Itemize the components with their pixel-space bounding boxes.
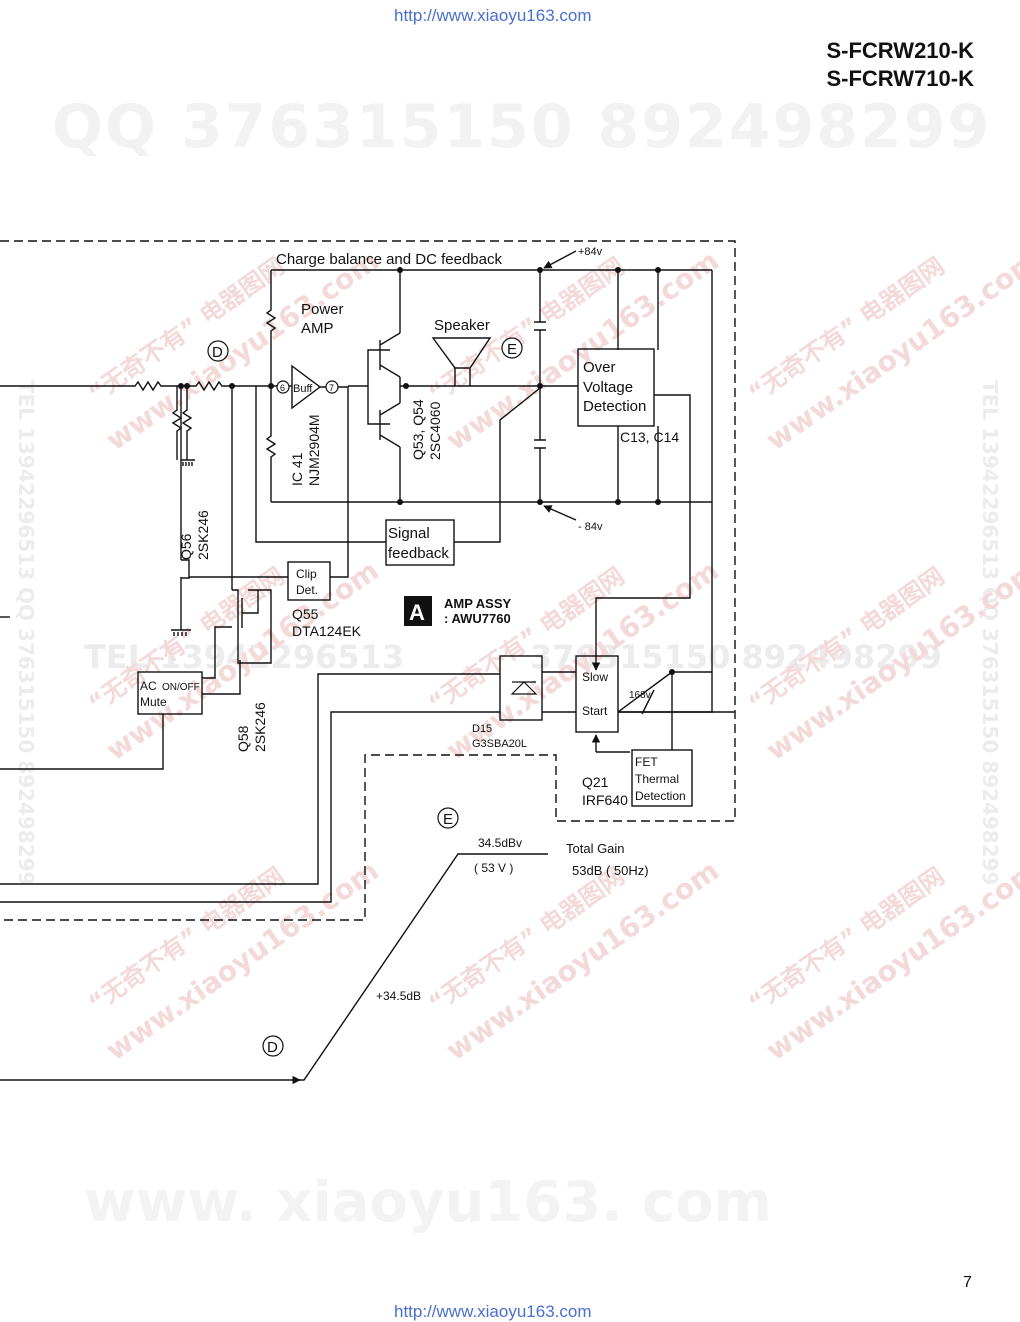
graph-marker-e-label: E bbox=[443, 811, 453, 828]
pin7-label: 7 bbox=[329, 383, 334, 393]
q55-line2: DTA124EK bbox=[292, 623, 362, 639]
q55-line1: Q55 bbox=[292, 606, 319, 622]
ic41-line2: NJM2904M bbox=[306, 414, 322, 486]
marker-d-circle bbox=[207, 340, 229, 362]
watermark-vertical-right: TEL 13942296513 QQ 376315150 892498299 bbox=[978, 380, 1002, 886]
top-caption: Charge balance and DC feedback bbox=[276, 251, 502, 268]
power-amp-line2: AMP bbox=[301, 320, 334, 337]
fet-line1: FET bbox=[635, 755, 658, 769]
d15-line2: G3SBA20L bbox=[472, 738, 527, 750]
q21-line2: IRF640 bbox=[582, 792, 628, 808]
over-voltage-line1: Over bbox=[583, 359, 616, 376]
model-number-2: S-FCRW710-K bbox=[826, 66, 974, 91]
marker-d-label: D bbox=[212, 344, 223, 361]
fet-line2: Thermal bbox=[635, 772, 679, 786]
page-number: 7 bbox=[963, 1274, 972, 1291]
slow-start-box bbox=[575, 655, 619, 733]
signal-feedback-box bbox=[385, 519, 455, 566]
amp-assy-badge bbox=[404, 596, 432, 626]
watermark-bottom: www. xiaoyu163. com bbox=[84, 1170, 773, 1235]
input-line bbox=[0, 380, 268, 392]
q56-line1: Q56 bbox=[178, 533, 194, 560]
d15-line1: D15 bbox=[472, 723, 492, 735]
amp-assy-border bbox=[0, 240, 736, 921]
graph-marker-e-circle bbox=[437, 807, 459, 829]
amp-assy-line1: AMP ASSY bbox=[444, 596, 512, 611]
bridge-rectifier-d15 bbox=[499, 655, 543, 721]
speaker-symbol bbox=[431, 337, 492, 369]
q56-line2: 2SK246 bbox=[195, 510, 211, 560]
ac-mute-line2: Mute bbox=[140, 695, 167, 709]
q53-line1: Q53, Q54 bbox=[410, 399, 426, 460]
signal-feedback-line2: feedback bbox=[388, 545, 449, 562]
q21-line1: Q21 bbox=[582, 774, 609, 790]
total-gain-value: 53dB ( 50Hz) bbox=[572, 863, 649, 878]
q53-line2: 2SC4060 bbox=[427, 401, 443, 460]
amp-assy-letter: A bbox=[409, 600, 425, 625]
amp-assy-line2: : AWU7760 bbox=[444, 611, 511, 626]
over-voltage-box bbox=[577, 348, 655, 427]
q58-line2: 2SK246 bbox=[252, 702, 268, 752]
ac-mute-onoff: ON/OFF bbox=[162, 682, 200, 693]
fet-line3: Detection bbox=[635, 789, 686, 803]
model-number-1: S-FCRW210-K bbox=[826, 38, 974, 63]
marker-e-circle bbox=[501, 337, 523, 359]
buffer-amp bbox=[291, 364, 322, 410]
over-voltage-line2: Voltage bbox=[583, 379, 633, 396]
fet-thermal-box bbox=[631, 749, 693, 807]
plus84-label: +84v bbox=[578, 246, 603, 258]
header-url-link[interactable]: http://www.xiaoyu163.com bbox=[394, 6, 592, 25]
gain-level-dbv: 34.5dBv bbox=[478, 836, 522, 850]
watermark-vertical-left: TEL 13942296513 QQ 376315150 892498299 bbox=[14, 380, 38, 886]
watermark-qq: QQ 376315150 892498299 bbox=[52, 92, 992, 162]
power-amp-line1: Power bbox=[301, 301, 344, 318]
signal-feedback-line1: Signal bbox=[388, 525, 430, 542]
v168-label: 168v bbox=[629, 690, 651, 701]
start-label: Start bbox=[582, 704, 608, 718]
minus84-label: - 84v bbox=[578, 521, 603, 533]
pin6-label: 6 bbox=[280, 383, 285, 393]
ac-mute-line1: AC bbox=[140, 679, 157, 693]
total-gain-label: Total Gain bbox=[566, 841, 625, 856]
buff-label: Buff bbox=[293, 383, 313, 395]
watermark-tel: TEL 13942296513 bbox=[84, 638, 405, 676]
gain-slope-label: +34.5dB bbox=[376, 989, 421, 1003]
gain-level-volts: ( 53 V ) bbox=[474, 861, 513, 875]
clip-det-line2: Det. bbox=[296, 583, 318, 597]
ic41-line1: IC 41 bbox=[289, 452, 305, 486]
footer-url-link[interactable]: http://www.xiaoyu163.com bbox=[394, 1302, 592, 1321]
marker-e-label: E bbox=[507, 341, 517, 358]
ac-mute-box bbox=[137, 671, 203, 715]
over-voltage-line3: Detection bbox=[583, 398, 646, 415]
graph-marker-d-label: D bbox=[267, 1039, 278, 1056]
gain-curve bbox=[0, 853, 548, 1081]
graph-marker-d-circle bbox=[262, 1035, 284, 1057]
clip-detector-box bbox=[287, 561, 331, 601]
slow-label: Slow bbox=[582, 670, 608, 684]
speaker-label: Speaker bbox=[434, 317, 490, 334]
c13-c14-label: C13, C14 bbox=[620, 429, 679, 445]
clip-det-line1: Clip bbox=[296, 567, 317, 581]
q58-line1: Q58 bbox=[235, 725, 251, 752]
